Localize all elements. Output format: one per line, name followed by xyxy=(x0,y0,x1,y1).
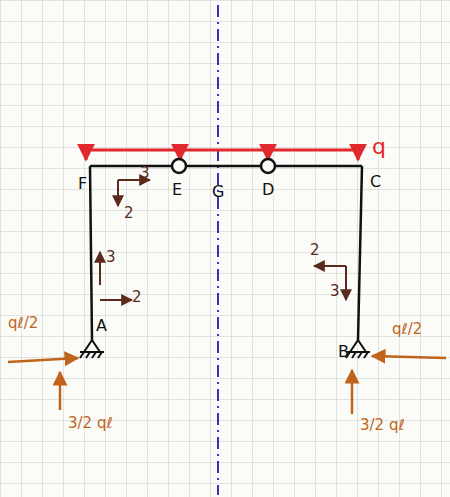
internal-force-arrows xyxy=(100,180,346,300)
force-value: 2 xyxy=(310,243,320,258)
frame xyxy=(90,159,362,340)
force-value: 2 xyxy=(124,206,134,221)
reaction-label: qℓ/2 xyxy=(8,316,38,331)
force-value: 3 xyxy=(140,166,150,181)
point-label: F xyxy=(78,176,87,192)
reaction-label: 3/2 qℓ xyxy=(360,418,405,433)
symmetry-axis xyxy=(217,5,219,495)
point-label: A xyxy=(96,318,107,334)
point-label: C xyxy=(370,174,381,190)
force-value: 2 xyxy=(132,290,142,305)
reaction-label: qℓ/2 xyxy=(392,322,422,337)
distributed-load xyxy=(82,150,362,160)
force-value: 3 xyxy=(330,284,340,299)
force-value: 3 xyxy=(106,250,116,265)
point-label: D xyxy=(262,182,274,198)
reaction-label: 3/2 qℓ xyxy=(68,416,113,431)
load-label: q xyxy=(372,136,386,158)
reaction-arrows xyxy=(8,356,446,414)
point-label: G xyxy=(212,184,224,200)
fixed-support xyxy=(80,340,370,358)
point-label: B xyxy=(338,344,349,360)
point-label: E xyxy=(172,182,182,198)
